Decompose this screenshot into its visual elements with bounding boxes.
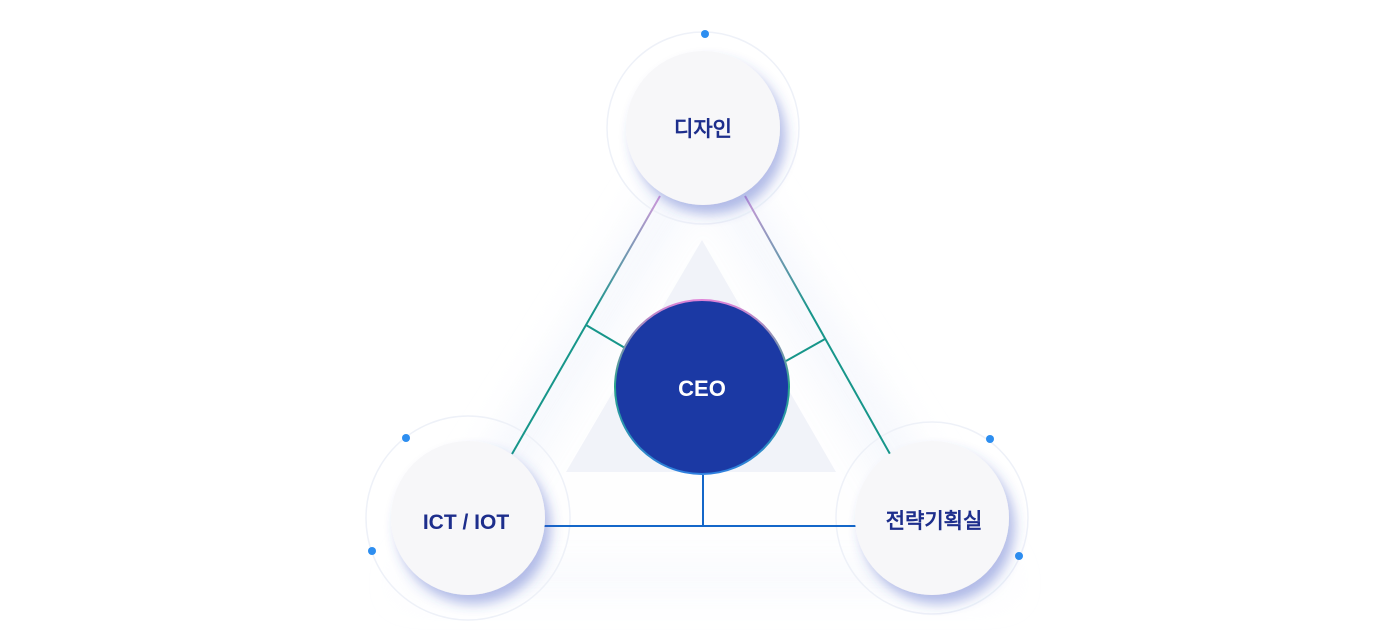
node-ict-iot-label: ICT / IOT <box>423 511 510 534</box>
decor-dot <box>402 434 410 442</box>
node-ceo-label: CEO <box>678 376 726 401</box>
connector-right-center <box>785 338 826 362</box>
node-design[interactable]: 디자인 <box>626 51 780 205</box>
decor-dot <box>701 30 709 38</box>
node-design-label: 디자인 <box>674 118 732 141</box>
connector-top-right <box>744 195 891 455</box>
decor-dot <box>368 547 376 555</box>
node-ceo[interactable]: CEO <box>614 299 790 475</box>
decor-dot <box>1015 552 1023 560</box>
node-strategy-label: 전략기획실 <box>886 510 983 533</box>
right-node-halo <box>835 421 1029 615</box>
node-strategy[interactable]: 전략기획실 <box>855 441 1009 595</box>
node-strategy-circle <box>855 441 1009 595</box>
node-ict-iot[interactable]: ICT / IOT <box>391 441 545 595</box>
left-node-halo <box>365 415 571 621</box>
connector-left-center <box>585 324 626 349</box>
node-design-circle <box>626 51 780 205</box>
node-ceo-circle <box>616 301 788 473</box>
node-ict-iot-circle <box>391 441 545 595</box>
decor-dot <box>986 435 994 443</box>
